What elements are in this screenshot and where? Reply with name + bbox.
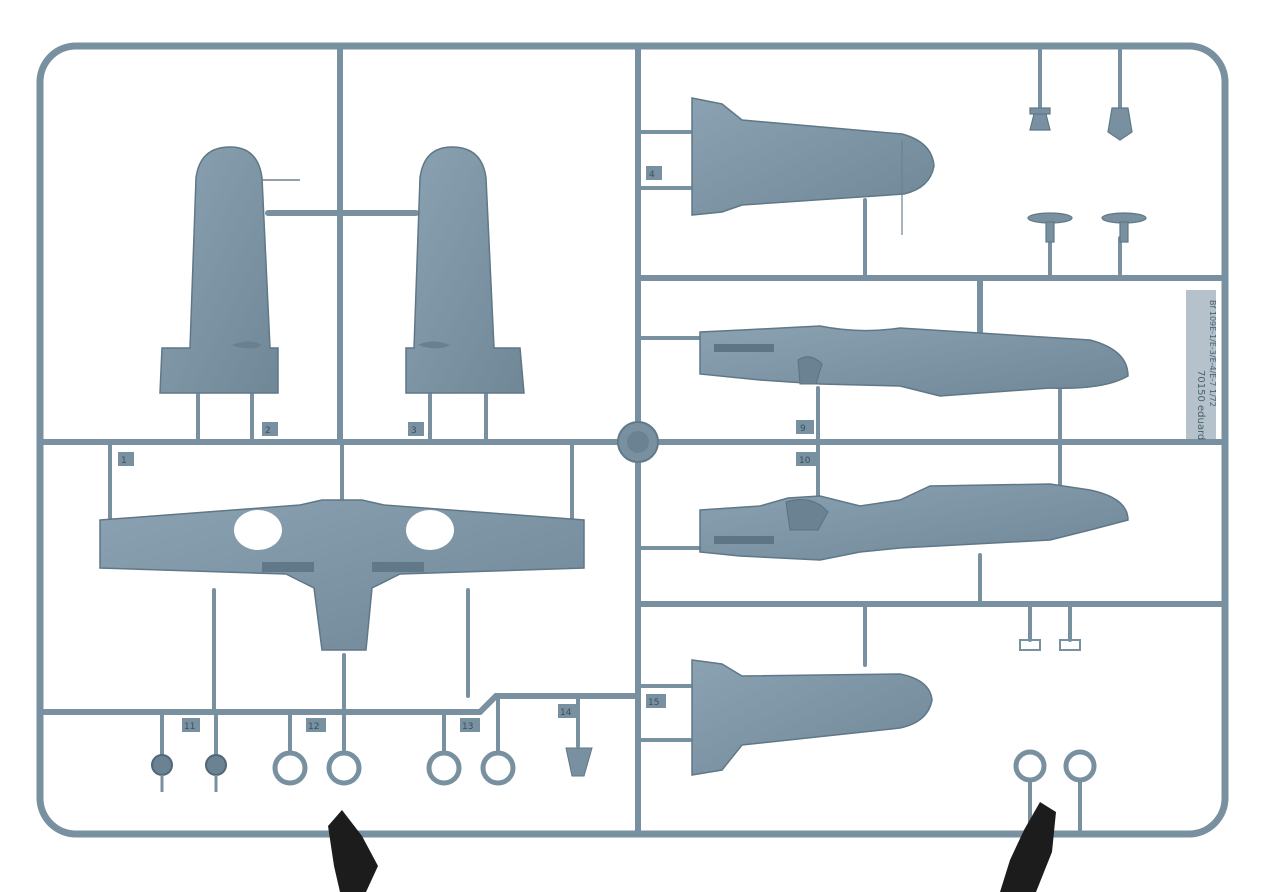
fuselage-side-upper bbox=[699, 325, 1129, 397]
part-number-13: 13 bbox=[462, 722, 473, 732]
part-number-2: 2 bbox=[265, 426, 271, 436]
small-parts-top-right bbox=[1027, 107, 1147, 243]
fuselage-half-top bbox=[691, 97, 935, 235]
lower-wing bbox=[99, 499, 585, 651]
part-number-tabs: 1 2 3 4 9 10 11 12 13 14 15 bbox=[118, 166, 818, 732]
part-number-14: 14 bbox=[560, 708, 572, 718]
part-number-9: 9 bbox=[800, 424, 806, 434]
sprue-label-line2: Bf 109E-1/E-3/E-4/E-7 1/72 bbox=[1208, 300, 1217, 407]
part-number-12: 12 bbox=[308, 722, 319, 732]
black-stand-clamps bbox=[328, 802, 1056, 892]
part-number-10: 10 bbox=[799, 456, 811, 466]
wheels-and-small-parts bbox=[151, 639, 1097, 792]
part-number-15: 15 bbox=[648, 698, 659, 708]
part-number-4: 4 bbox=[649, 170, 655, 180]
part-number-11: 11 bbox=[184, 722, 195, 732]
part-number-3: 3 bbox=[411, 426, 417, 436]
fuselage-half-bottom bbox=[691, 659, 933, 776]
wing-half-left bbox=[159, 146, 300, 394]
sprue-lettering: 70150 eduard Bf 109E-1/E-3/E-4/E-7 1/72 bbox=[1186, 290, 1217, 440]
part-number-1: 1 bbox=[121, 456, 127, 466]
sprue-hub bbox=[617, 421, 659, 463]
wing-half-right bbox=[405, 146, 525, 394]
sprue-frame bbox=[36, 42, 1229, 838]
sprue-gates bbox=[108, 48, 1122, 834]
fuselage-side-lower bbox=[699, 483, 1129, 561]
sprue-label-line1: 70150 eduard bbox=[1195, 370, 1206, 440]
